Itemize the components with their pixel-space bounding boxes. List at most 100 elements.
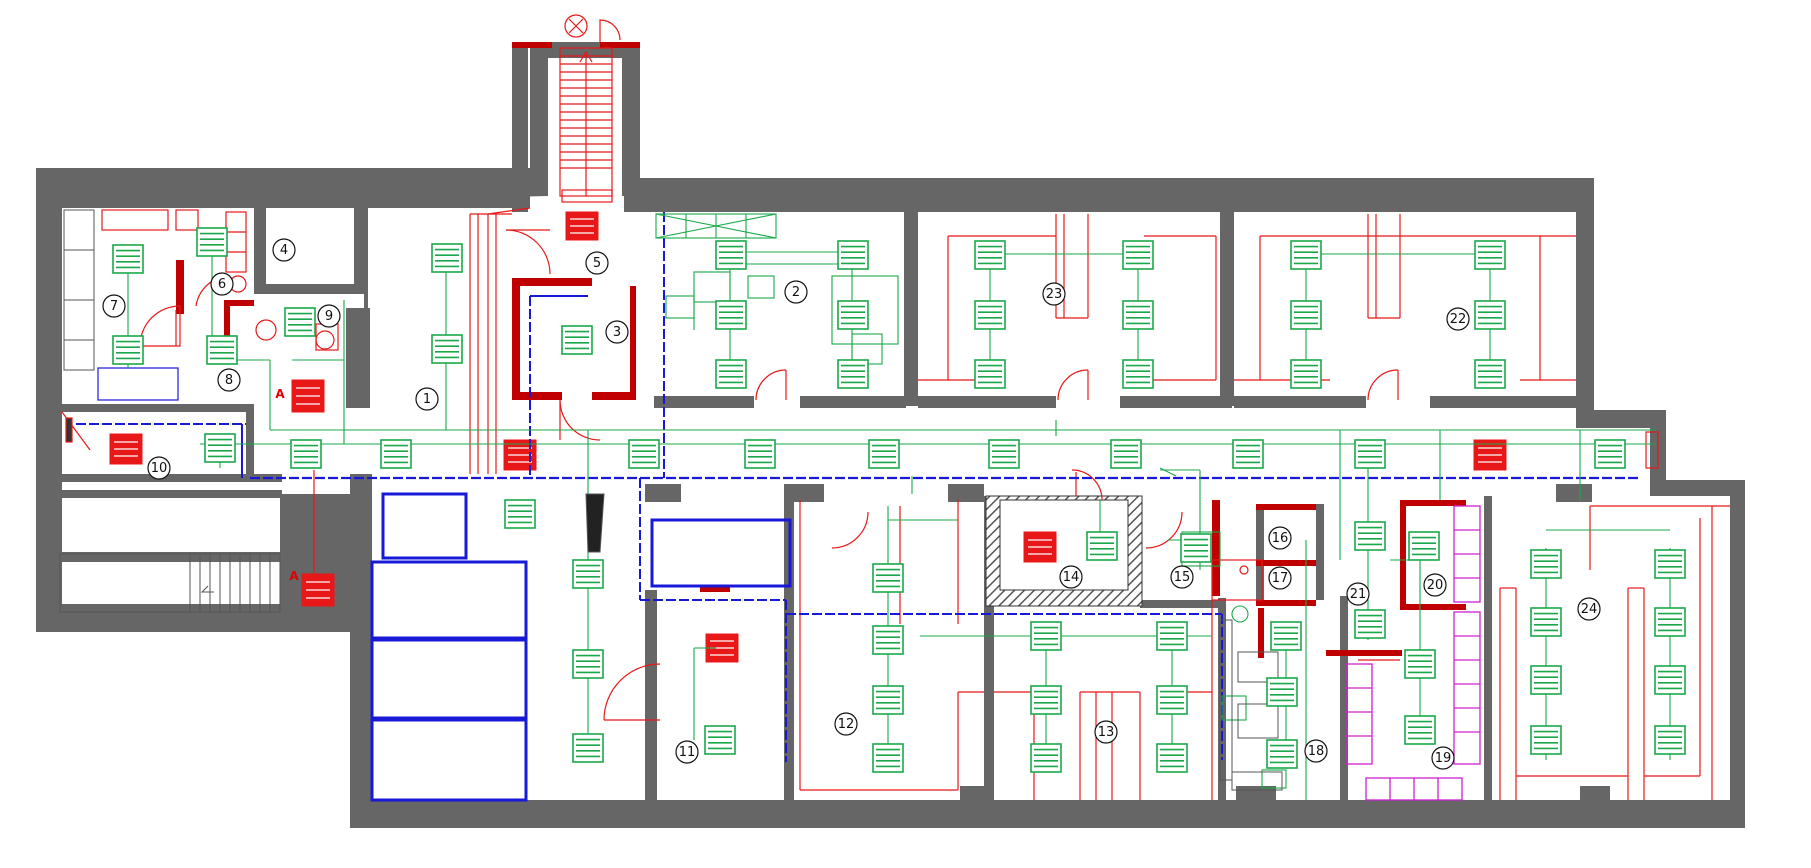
green-radiator [715,300,747,330]
green-radiator [1654,665,1686,695]
green-radiator [112,244,144,274]
green-radiator [572,559,604,589]
green-radiator [988,439,1020,469]
green-radiator [628,439,660,469]
room-number-text: 9 [325,309,333,324]
room-number-21: 21 [1346,582,1370,606]
green-radiator [206,335,238,365]
room-number-22: 22 [1446,307,1470,331]
lockers [1345,505,1481,801]
green-radiator [1232,439,1264,469]
green-radiator [872,563,904,593]
green-radiator [1530,725,1562,755]
grey-fixtures [59,209,1283,791]
room-number-text: 19 [1435,751,1452,766]
green-radiator [1408,531,1440,561]
room-number-text: 3 [613,325,621,340]
room-number-9: 9 [317,304,341,328]
section-mark: A [289,569,299,583]
room-number-17: 17 [1268,566,1292,590]
green-radiator [715,240,747,270]
room-number-text: 8 [225,373,233,388]
green-radiator [1266,677,1298,707]
red-walls [176,42,1466,658]
green-radiator [1354,521,1386,551]
green-radiator [837,359,869,389]
room-number-text: 18 [1308,744,1325,759]
green-radiator [1530,607,1562,637]
room-number-text: 17 [1272,571,1289,586]
room-number-text: 10 [151,461,168,476]
green-radiator [1474,300,1506,330]
green-radiator [1474,240,1506,270]
green-radiator [431,243,463,273]
room-number-text: 20 [1427,578,1444,593]
green-radiator [1530,549,1562,579]
green-radiator [1180,533,1212,563]
green-radiator [572,649,604,679]
green-radiator [1290,240,1322,270]
green-radiator [1086,531,1118,561]
room-number-text: 14 [1063,570,1080,585]
room-number-text: 13 [1098,725,1115,740]
green-radiator [974,359,1006,389]
green-radiator [1404,715,1436,745]
room-number-5: 5 [585,251,609,275]
green-radiator [1654,607,1686,637]
green-radiator [290,439,322,469]
green-radiator [837,300,869,330]
green-radiator [974,240,1006,270]
green-radiator [1030,621,1062,651]
green-radiator [1122,300,1154,330]
room-number-4: 4 [272,238,296,262]
green-radiator [1530,665,1562,695]
room-number-6: 6 [210,272,234,296]
room-number-text: 7 [110,299,118,314]
green-radiator [561,325,593,355]
room-number-7: 7 [102,294,126,318]
section-marks: AA [275,387,299,583]
green-radiator [1110,439,1142,469]
section-mark: A [275,387,285,401]
room-number-16: 16 [1268,526,1292,550]
room-number-text: 2 [792,285,800,300]
room-number-11: 11 [675,740,699,764]
room-number-15: 15 [1170,565,1194,589]
room-number-text: 11 [679,745,696,760]
green-radiator [872,743,904,773]
red-thin-lines [61,14,1730,800]
green-radiator [1354,609,1386,639]
green-radiator [1156,743,1188,773]
green-radiator [872,685,904,715]
green-radiator [1474,359,1506,389]
green-radiator [704,725,736,755]
green-radiator [744,439,776,469]
green-radiator [504,499,536,529]
green-radiator [204,433,236,463]
green-radiator [974,300,1006,330]
room-number-text: 21 [1350,587,1367,602]
green-radiator [1654,725,1686,755]
green-radiator [380,439,412,469]
room-number-text: 22 [1450,312,1467,327]
green-radiator [1354,439,1386,469]
room-number-text: 23 [1046,287,1063,302]
room-number-8: 8 [217,368,241,392]
green-radiator [872,625,904,655]
green-radiator [431,334,463,364]
blue-lines [76,212,1640,802]
room-number-18: 18 [1304,739,1328,763]
red-radiator-fins [114,218,1502,656]
green-radiator [1122,359,1154,389]
green-radiator [868,439,900,469]
room-number-text: 1 [423,392,431,407]
room-number-text: 15 [1174,570,1191,585]
green-radiator [1030,685,1062,715]
room-number-19: 19 [1431,746,1455,770]
green-radiator [1654,549,1686,579]
room-number-24: 24 [1577,597,1601,621]
room-number-10: 10 [147,456,171,480]
green-radiator [1266,739,1298,769]
room-number-1: 1 [415,387,439,411]
